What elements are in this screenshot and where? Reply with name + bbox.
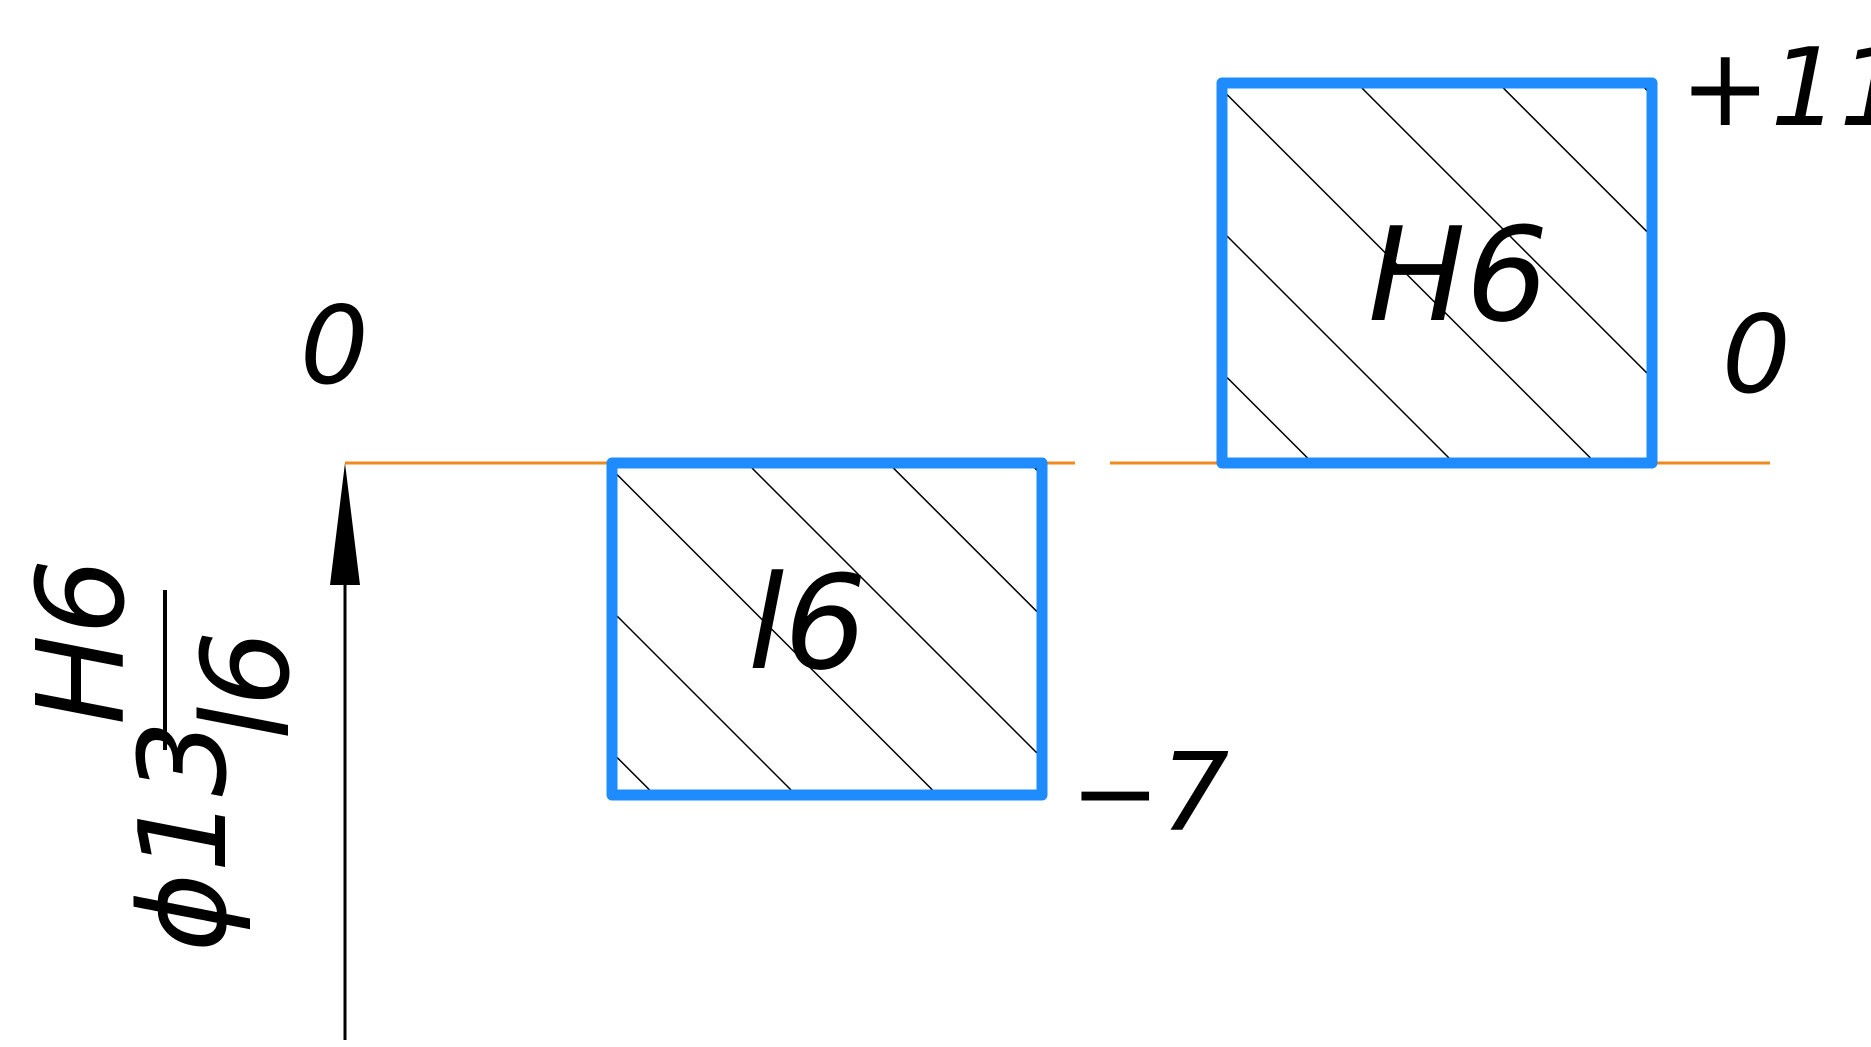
hole-zone: H6 xyxy=(1216,77,1658,469)
diameter-symbol: ϕ xyxy=(115,873,254,952)
shaft-zone-box xyxy=(606,457,1048,801)
zero-label: 0 xyxy=(300,284,369,409)
fit-hole-class: H6 xyxy=(13,558,152,725)
arrow-up-icon xyxy=(330,463,360,585)
fit-designation: ϕ13 H6 l6 xyxy=(13,558,317,952)
hole-zone-box xyxy=(1216,77,1658,469)
hole-zone-label: H6 xyxy=(1368,199,1548,351)
fit-shaft-class: l6 xyxy=(178,630,317,740)
shaft-zone: l6 xyxy=(606,457,1048,801)
hole-upper-deviation: +11 xyxy=(1680,26,1871,151)
hole-lower-deviation: 0 xyxy=(1722,293,1791,418)
shaft-zone-label: l6 xyxy=(748,547,867,699)
deviation-axis xyxy=(330,463,360,1040)
shaft-lower-deviation: −7 xyxy=(1070,731,1229,856)
nominal-size: 13 xyxy=(115,720,254,873)
fit-nominal-text: ϕ13 xyxy=(115,720,254,952)
